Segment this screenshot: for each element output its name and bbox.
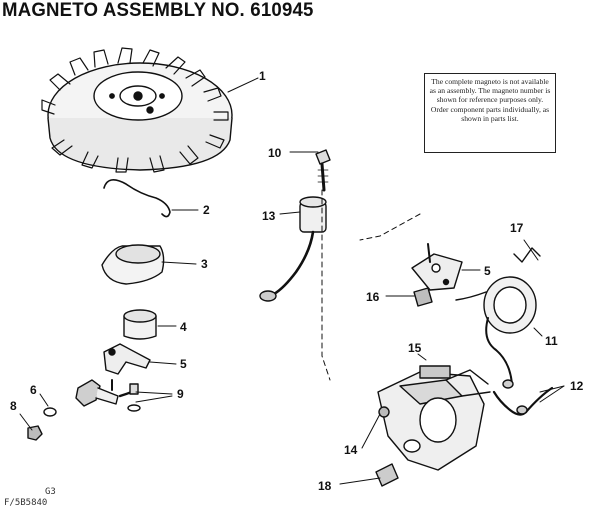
clip-drawing [413,287,433,307]
callout-5-bracket: 5 [484,264,491,278]
condenser-drawing [259,196,327,302]
callout-4: 4 [180,320,187,334]
points-set-drawing [75,379,134,407]
alignment-line [321,189,331,381]
form-code: F/5B5840 [4,498,48,508]
screw-washer-drawing [127,383,141,412]
washer-drawing [43,407,57,417]
breaker-arm-drawing [103,343,151,391]
callout-2: 2 [203,203,210,217]
callout-12: 12 [570,379,584,393]
leader-lines [19,77,565,485]
page-code: G3 [45,487,56,497]
flywheel-drawing [41,47,233,173]
armature-drawing [377,365,491,471]
callout-9: 9 [177,387,184,401]
callout-8: 8 [10,399,17,413]
callout-6: 6 [30,383,37,397]
diagram-title: MAGNETO ASSEMBLY NO. 610945 [2,0,314,21]
shield-drawing [101,244,165,285]
bracket-drawing [411,243,463,291]
mounting-screw-drawing [378,406,390,418]
ground-leads-drawing [492,379,554,416]
callout-11: 11 [545,334,558,348]
callout-1: 1 [259,69,266,83]
callout-10: 10 [268,146,282,160]
screw-drawing [315,149,331,192]
availability-note: The complete magneto is not available as… [424,73,556,153]
callout-16: 16 [366,290,380,304]
callout-3: 3 [201,257,208,271]
callout-14: 14 [344,443,358,457]
callout-13: 13 [262,209,276,223]
callout-17: 17 [510,221,524,235]
callout-15: 15 [408,341,422,355]
cam-drawing [123,309,157,340]
callout-18: 18 [318,479,332,493]
wire-key-drawing [103,179,171,218]
stud-drawing [375,439,421,487]
spring-drawing [513,247,541,263]
coil-drawing [455,276,537,385]
callout-5-breaker: 5 [180,357,187,371]
